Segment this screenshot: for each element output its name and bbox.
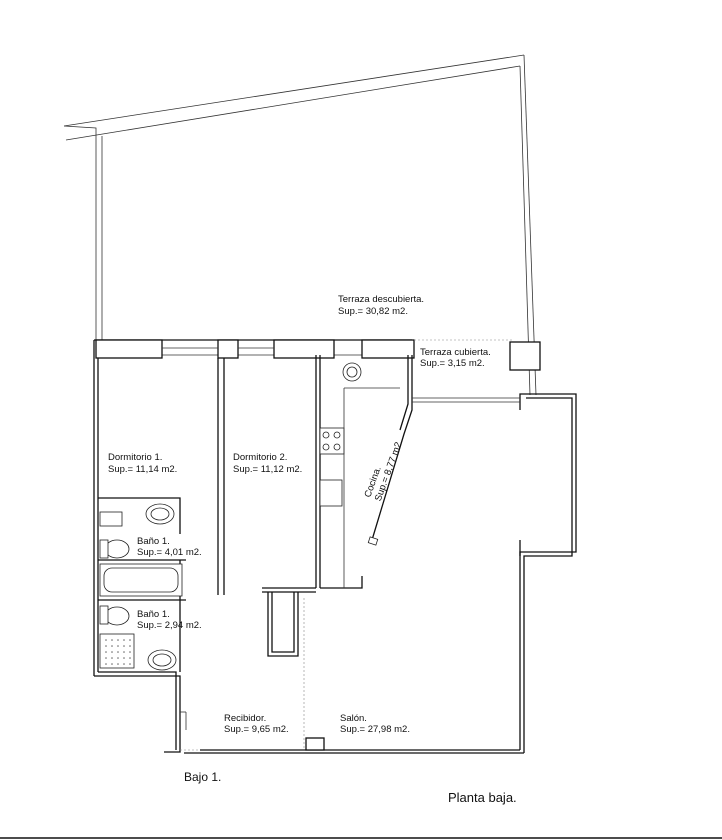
room-area-dormitorio-1: Sup.= 11,14 m2. <box>108 464 177 475</box>
room-name-terraza-cubierta: Terraza cubierta. <box>420 347 491 358</box>
room-area-recibidor: Sup.= 9,65 m2. <box>224 724 289 735</box>
interior-walls <box>98 355 521 751</box>
room-area-terraza-descubierta: Sup.= 30,82 m2. <box>338 306 408 317</box>
room-name-terraza-descubierta: Terraza descubierta. <box>338 294 424 305</box>
room-area-bano-2: Sup.= 2,94 m2. <box>137 620 202 631</box>
room-area-salon: Sup.= 27,98 m2. <box>340 724 410 735</box>
plan-title: Planta baja. <box>448 790 517 805</box>
kitchen-fixtures <box>319 362 400 588</box>
facade-blocks <box>95 339 541 371</box>
room-name-bano-1: Baño 1. <box>137 536 170 547</box>
bathroom-fixtures <box>99 503 183 671</box>
room-area-bano-1: Sup.= 4,01 m2. <box>137 547 202 558</box>
exterior-walls <box>93 339 577 754</box>
room-name-salon: Salón. <box>340 713 367 724</box>
terrace-boundary <box>63 54 537 396</box>
room-name-bano-2: Baño 1. <box>137 609 170 620</box>
room-area-dormitorio-2: Sup.= 11,12 m2. <box>233 464 302 475</box>
unit-label: Bajo 1. <box>184 770 221 784</box>
room-labels: Terraza descubierta. Sup.= 30,82 m2. Ter… <box>108 294 491 735</box>
room-name-recibidor: Recibidor. <box>224 713 266 724</box>
room-name-dormitorio-2: Dormitorio 2. <box>233 452 287 463</box>
room-area-terraza-cubierta: Sup.= 3,15 m2. <box>420 358 485 369</box>
room-name-dormitorio-1: Dormitorio 1. <box>108 452 162 463</box>
